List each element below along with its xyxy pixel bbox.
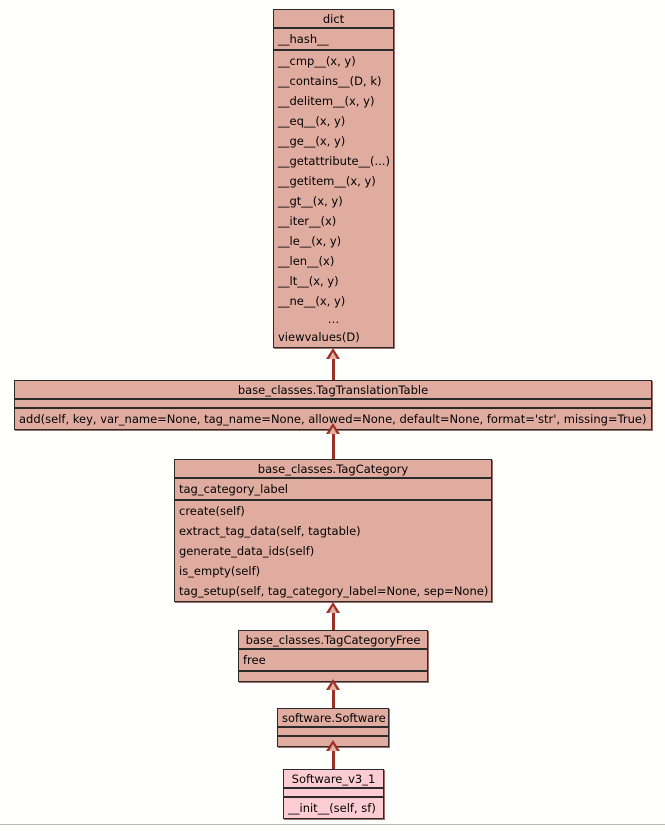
method-row: add(self, key, var_name=None, tag_name=N… [19, 412, 647, 426]
class-box-dict[interactable]: dict __hash__ __cmp__(x, y) __contains__… [273, 9, 394, 348]
method-row: __gt__(x, y) [278, 194, 343, 208]
method-row: __init__(self, sf) [288, 801, 376, 815]
class-name-tagtranslationtable: base_classes.TagTranslationTable [15, 381, 651, 400]
attributes-compartment-software [278, 728, 388, 737]
method-row: __len__(x) [278, 254, 335, 268]
method-row: __ne__(x, y) [278, 294, 346, 308]
method-row: __lt__(x, y) [278, 274, 339, 288]
method-row: extract_tag_data(self, tagtable) [179, 524, 361, 538]
attribute-row: tag_category_label [179, 482, 288, 496]
class-name-tagcategoryfree: base_classes.TagCategoryFree [239, 631, 427, 650]
method-row: generate_data_ids(self) [179, 544, 315, 558]
generalization-arrowhead-fill-software [329, 744, 337, 751]
method-row: __eq__(x, y) [278, 114, 346, 128]
generalization-line-dict [332, 358, 335, 380]
methods-compartment-software-v3-1: __init__(self, sf) [284, 798, 383, 818]
attribute-row: __hash__ [278, 32, 329, 46]
method-row: __iter__(x) [278, 214, 337, 228]
attributes-compartment-tagcategoryfree: free [239, 650, 427, 672]
class-box-tagcategory[interactable]: base_classes.TagCategory tag_category_la… [174, 459, 492, 602]
method-row: tag_setup(self, tag_category_label=None,… [179, 584, 489, 598]
method-row: create(self) [179, 504, 245, 518]
method-row: __contains__(D, k) [278, 74, 382, 88]
attributes-compartment-tagtranslationtable [15, 400, 651, 409]
class-name-software: software.Software [278, 709, 388, 728]
method-row-ellipsis: … [327, 312, 340, 326]
footer-divider [0, 824, 665, 825]
method-row: __delitem__(x, y) [278, 94, 375, 108]
generalization-line-software [332, 750, 335, 769]
attributes-compartment-dict: __hash__ [274, 29, 393, 51]
method-row: __ge__(x, y) [278, 134, 346, 148]
methods-compartment-tagcategory: create(self) extract_tag_data(self, tagt… [175, 501, 491, 601]
class-box-software-v3-1[interactable]: Software_v3_1 __init__(self, sf) [283, 769, 384, 819]
attribute-row: free [243, 653, 266, 667]
generalization-arrowhead-fill-dict [329, 352, 337, 359]
class-box-tagcategoryfree[interactable]: base_classes.TagCategoryFree free [238, 630, 428, 682]
class-name-dict: dict [274, 10, 393, 29]
generalization-arrowhead-fill-tagcategory [329, 606, 337, 613]
generalization-line-tagcategoryfree [332, 689, 335, 709]
generalization-line-tagtranslationtable [332, 433, 335, 459]
class-name-tagcategory: base_classes.TagCategory [175, 460, 491, 479]
attributes-compartment-software-v3-1 [284, 789, 383, 798]
generalization-line-tagcategory [332, 612, 335, 631]
method-row: __le__(x, y) [278, 234, 342, 248]
method-row: __cmp__(x, y) [278, 54, 356, 68]
generalization-arrowhead-fill-tagtranslationtable [329, 427, 337, 434]
class-name-software-v3-1: Software_v3_1 [284, 770, 383, 789]
generalization-arrowhead-fill-tagcategoryfree [329, 683, 337, 690]
class-box-tagtranslationtable[interactable]: base_classes.TagTranslationTable add(sel… [14, 380, 652, 430]
method-row: viewvalues(D) [278, 330, 360, 344]
attributes-compartment-tagcategory: tag_category_label [175, 479, 491, 501]
method-row: is_empty(self) [179, 564, 261, 578]
method-row: __getitem__(x, y) [278, 174, 376, 188]
method-row: __getattribute__(...) [278, 154, 390, 168]
methods-compartment-tagtranslationtable: add(self, key, var_name=None, tag_name=N… [15, 409, 651, 429]
methods-compartment-dict: __cmp__(x, y) __contains__(D, k) __delit… [274, 51, 393, 347]
